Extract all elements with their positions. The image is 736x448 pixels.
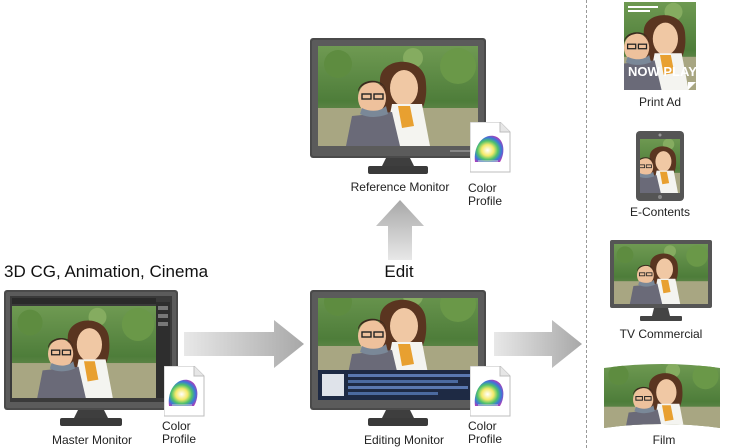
source-heading: 3D CG, Animation, Cinema: [4, 262, 209, 281]
film-label: Film: [652, 433, 676, 447]
reference-screen-photo: [318, 46, 478, 146]
up-arrow: [376, 200, 424, 260]
editing-monitor: [310, 290, 486, 426]
editing-monitor-label: Editing Monitor: [363, 433, 445, 447]
tv-screen-photo: [614, 244, 708, 304]
tablet-screen-photo: [640, 139, 680, 193]
master-monitor: [4, 290, 178, 426]
tv-set: [610, 240, 712, 321]
print-ad-headline: NOW PLAYING: [628, 64, 696, 79]
edit-heading: Edit: [384, 262, 414, 281]
editing-screen-photo: [318, 298, 478, 370]
tablet-device: [636, 131, 684, 201]
right-arrow: [184, 320, 304, 368]
print-ad: NOW PLAYING: [624, 2, 696, 90]
film-screen: [604, 364, 720, 428]
reference-monitor: [310, 38, 486, 174]
divider-line: [586, 0, 587, 448]
print-ad-label: Print Ad: [638, 95, 682, 109]
color-profile-icon: [164, 366, 205, 417]
color-profile-icon: [470, 122, 511, 173]
right-arrow: [494, 320, 582, 368]
tv-commercial-label: TV Commercial: [619, 327, 703, 341]
master-screen-photo: [12, 306, 156, 398]
color-profile-icon: [470, 366, 511, 417]
e-contents-label: E-Contents: [629, 205, 691, 219]
master-monitor-label: Master Monitor: [51, 433, 133, 447]
reference-monitor-label: Reference Monitor: [350, 180, 450, 194]
